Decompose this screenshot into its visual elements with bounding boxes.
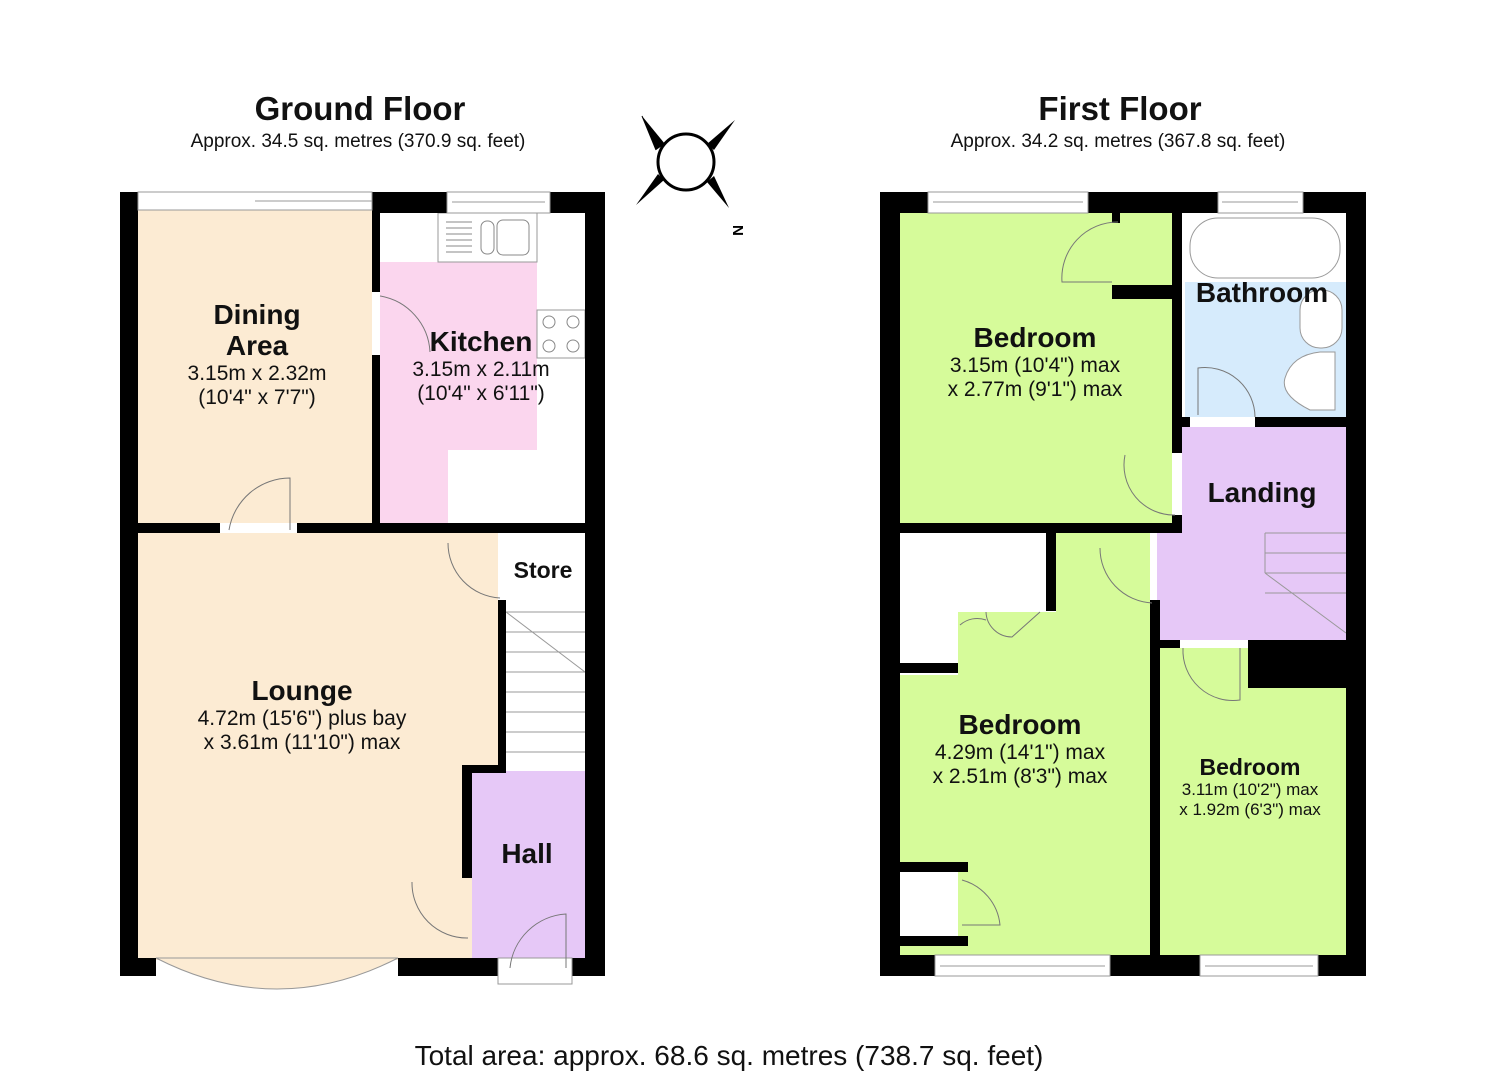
room-name: Lounge bbox=[251, 675, 353, 706]
room-dimensions-line1: 4.29m (14'1") max bbox=[934, 740, 1106, 764]
room-dimensions-line1: 4.72m (15'6") plus bay bbox=[197, 706, 407, 730]
kitchen-fill bbox=[380, 262, 537, 523]
room-name: Bathroom bbox=[1195, 277, 1329, 308]
first-floor-doors bbox=[959, 221, 1256, 926]
room-dimensions-line2: x 1.92m (6'3") max bbox=[1179, 799, 1321, 819]
room-dimensions-line1: 3.11m (10'2") max bbox=[1181, 780, 1319, 800]
room-name-line2: Area bbox=[225, 329, 289, 361]
north-label: N bbox=[729, 225, 746, 236]
bedroom-3-fill bbox=[1160, 648, 1346, 955]
room-dimensions-imperial: (10'4" x 7'7") bbox=[198, 385, 316, 409]
room-kitchen: Kitchen 3.15m x 2.11m (10'4" x 6'11") bbox=[412, 326, 550, 406]
room-dimensions-line2: x 2.51m (8'3") max bbox=[932, 764, 1108, 788]
ground-floor-area: Approx. 34.5 sq. metres (370.9 sq. feet) bbox=[190, 131, 526, 152]
room-store: Store bbox=[513, 557, 573, 583]
room-name: Store bbox=[513, 557, 573, 583]
room-dining-area: Dining Area 3.15m x 2.32m (10'4" x 7'7") bbox=[187, 299, 327, 410]
room-landing: Landing bbox=[1207, 477, 1317, 509]
room-name: Bedroom bbox=[958, 709, 1082, 740]
room-dimensions-imperial: (10'4" x 6'11") bbox=[417, 381, 545, 405]
room-name: Hall bbox=[501, 838, 553, 869]
room-bedroom-3: Bedroom 3.11m (10'2") max x 1.92m (6'3")… bbox=[1179, 754, 1321, 819]
room-dimensions-metric: 3.15m x 2.32m bbox=[187, 361, 327, 385]
ground-floor-title: Ground Floor bbox=[254, 90, 466, 127]
room-dimensions-line2: x 2.77m (9'1") max bbox=[947, 377, 1123, 401]
ground-floor-walls bbox=[120, 192, 605, 976]
room-name: Dining bbox=[213, 299, 301, 330]
lounge-fill bbox=[138, 533, 498, 960]
first-floor-title: First Floor bbox=[1038, 90, 1202, 127]
room-dimensions-line2: x 3.61m (11'10") max bbox=[203, 730, 401, 754]
room-lounge: Lounge 4.72m (15'6") plus bay x 3.61m (1… bbox=[197, 675, 407, 755]
room-dimensions-metric: 3.15m x 2.11m bbox=[412, 357, 550, 381]
room-name: Bedroom bbox=[973, 322, 1097, 353]
dining-area-fill bbox=[138, 210, 372, 523]
room-name: Bedroom bbox=[1199, 754, 1301, 780]
room-bathroom: Bathroom bbox=[1195, 277, 1329, 309]
room-bedroom-2: Bedroom 4.29m (14'1") max x 2.51m (8'3")… bbox=[932, 709, 1108, 789]
room-hall: Hall bbox=[501, 838, 553, 870]
compass-rose-icon: N bbox=[636, 115, 746, 236]
total-area: Total area: approx. 68.6 sq. metres (738… bbox=[414, 1040, 1044, 1071]
room-bedroom-1: Bedroom 3.15m (10'4") max x 2.77m (9'1")… bbox=[947, 322, 1123, 402]
bedroom-1-fill bbox=[900, 213, 1172, 523]
bay-window bbox=[155, 957, 399, 990]
room-dimensions-line1: 3.15m (10'4") max bbox=[949, 353, 1121, 377]
room-name: Kitchen bbox=[429, 326, 533, 357]
bedroom-2-fill bbox=[900, 533, 1150, 955]
first-floor-area: Approx. 34.2 sq. metres (367.8 sq. feet) bbox=[950, 131, 1286, 152]
room-name: Landing bbox=[1207, 477, 1317, 508]
first-floor-walls bbox=[880, 192, 1366, 976]
ground-floor-doors bbox=[228, 295, 567, 969]
